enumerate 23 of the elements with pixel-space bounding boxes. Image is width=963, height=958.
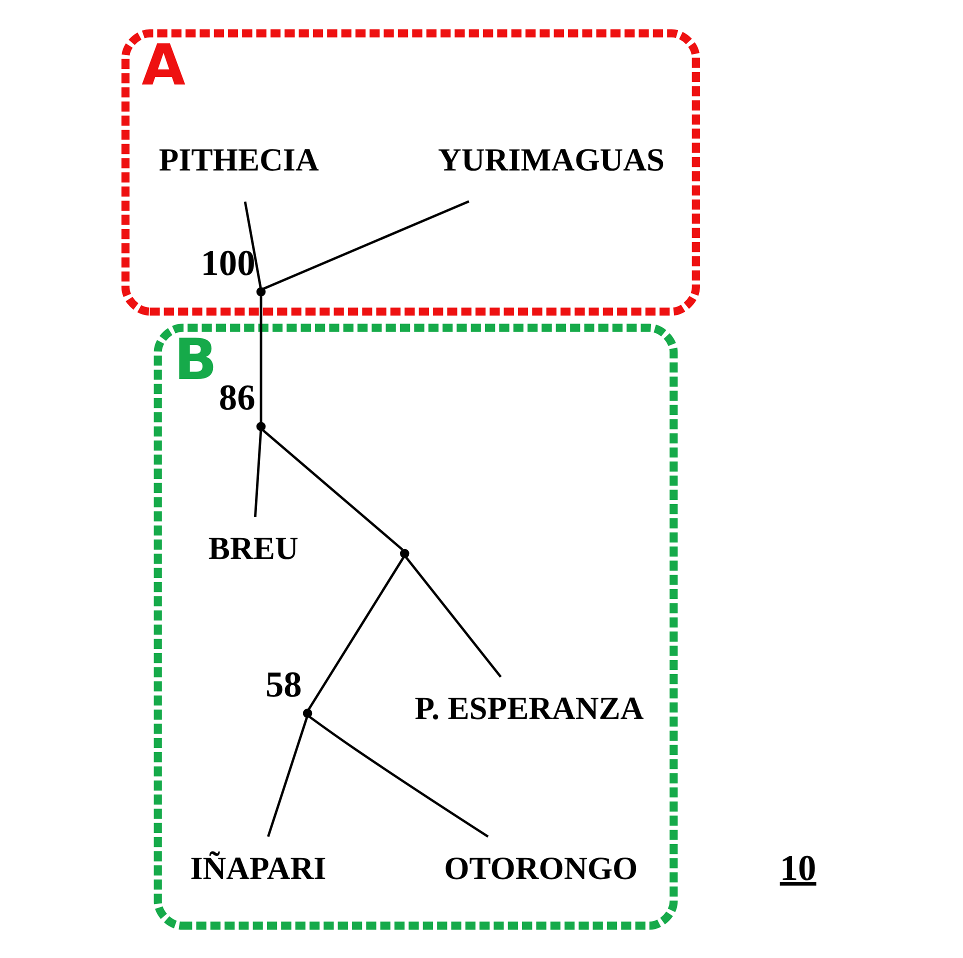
node-point [400,548,410,558]
connector [405,556,502,678]
node-text: IÑAPARI [190,849,326,886]
connector [260,296,262,422]
connector [308,715,489,838]
node-point [256,286,266,296]
connector [262,200,470,290]
node-text: YURIMAGUAS [438,140,665,177]
node-point [256,421,266,431]
node-label: 58 [265,664,302,704]
connector [307,556,405,710]
node-text: PITHECIA [158,140,319,177]
node-label: 86 [218,377,256,418]
connector [254,430,262,517]
label: 10 [780,848,816,888]
node-text: P. ESPERANZA [414,690,644,726]
node-label: 100 [200,242,256,282]
connector [267,716,308,837]
connector [262,428,404,550]
connector [244,200,262,288]
node-point [302,708,312,718]
node-text: BREU [208,530,298,566]
node-text: OTORONGO [444,849,638,886]
